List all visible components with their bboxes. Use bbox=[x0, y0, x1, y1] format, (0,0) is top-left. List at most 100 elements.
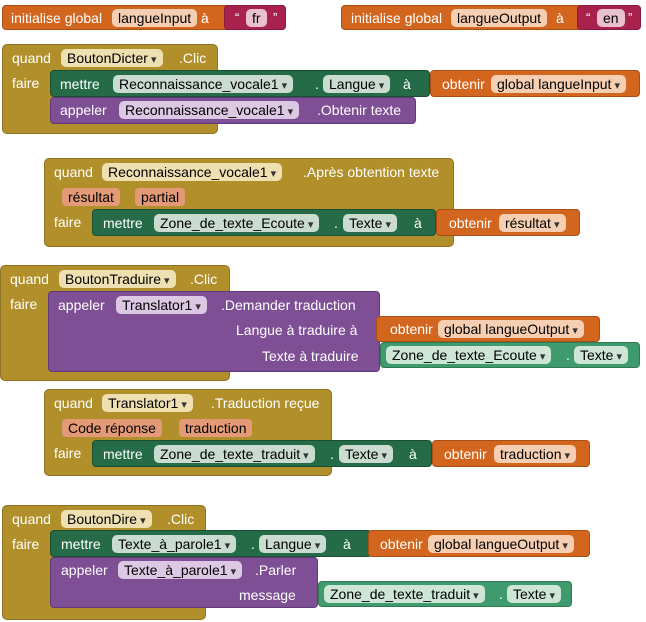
set-property-block[interactable]: mettre Zone_de_texte_Ecoute . Texte à bbox=[92, 209, 436, 236]
set-keyword: mettre bbox=[60, 76, 100, 92]
set-property-block[interactable]: mettre Reconnaissance_vocale1 . Langue à bbox=[50, 70, 430, 97]
event-component-dropdown[interactable]: Translator1 bbox=[102, 394, 193, 412]
get-variable-dropdown[interactable]: global langueInput bbox=[491, 75, 627, 93]
event-when-label: quand bbox=[10, 271, 49, 287]
event-when-label: quand bbox=[12, 511, 51, 527]
init-to-label: à bbox=[556, 10, 564, 26]
getter-property-dropdown[interactable]: Texte bbox=[507, 585, 562, 603]
set-keyword: mettre bbox=[61, 536, 101, 552]
set-to-label: à bbox=[409, 446, 417, 462]
call-keyword: appeler bbox=[60, 102, 107, 118]
call-method-block[interactable]: appeler Translator1 .Demander traduction… bbox=[48, 291, 380, 372]
set-component-dropdown[interactable]: Reconnaissance_vocale1 bbox=[113, 75, 294, 93]
get-variable-dropdown[interactable]: global langueOutput bbox=[428, 535, 574, 553]
call-method-label: .Parler bbox=[255, 562, 297, 578]
call-arg-label: Texte à traduire bbox=[262, 348, 359, 364]
getter-component-dropdown[interactable]: Zone_de_texte_Ecoute bbox=[386, 346, 552, 364]
event-param-code-reponse[interactable]: Code réponse bbox=[62, 419, 162, 437]
set-component-dropdown[interactable]: Texte_à_parole1 bbox=[112, 535, 237, 553]
call-component-dropdown[interactable]: Texte_à_parole1 bbox=[118, 561, 243, 579]
close-quote: ” bbox=[273, 10, 278, 25]
set-component-dropdown[interactable]: Zone_de_texte_Ecoute bbox=[154, 214, 320, 232]
open-quote: “ bbox=[586, 10, 591, 25]
event-param-resultat[interactable]: résultat bbox=[62, 188, 120, 206]
call-method-block[interactable]: appeler Reconnaissance_vocale1 .Obtenir … bbox=[50, 97, 416, 124]
open-quote: “ bbox=[235, 10, 240, 25]
call-keyword: appeler bbox=[61, 562, 108, 578]
component-getter-block[interactable]: Zone_de_texte_Ecoute . Texte bbox=[380, 342, 640, 368]
get-variable-dropdown[interactable]: global langueOutput bbox=[438, 320, 584, 338]
getter-property-dropdown[interactable]: Texte bbox=[574, 346, 629, 364]
event-param-partial[interactable]: partial bbox=[135, 188, 186, 206]
set-to-label: à bbox=[414, 215, 422, 231]
event-name-label: .Clic bbox=[167, 511, 195, 527]
get-keyword: obtenir bbox=[444, 446, 487, 462]
variable-name-field[interactable]: langueInput bbox=[112, 9, 198, 27]
get-keyword: obtenir bbox=[390, 321, 433, 337]
set-keyword: mettre bbox=[103, 446, 143, 462]
set-to-label: à bbox=[343, 536, 351, 552]
init-keyword: initialise global bbox=[11, 10, 103, 26]
dot-separator: . bbox=[566, 347, 570, 363]
set-property-dropdown[interactable]: Langue bbox=[259, 535, 327, 553]
event-component-dropdown[interactable]: BoutonDire bbox=[61, 510, 152, 528]
set-property-block[interactable]: mettre Texte_à_parole1 . Langue à bbox=[50, 530, 372, 557]
event-do-label: faire bbox=[12, 75, 40, 91]
get-variable-dropdown[interactable]: résultat bbox=[499, 214, 566, 232]
call-component-dropdown[interactable]: Reconnaissance_vocale1 bbox=[119, 101, 300, 119]
dot-separator: . bbox=[315, 76, 319, 92]
dot-separator: . bbox=[330, 446, 334, 462]
text-literal-value[interactable]: en bbox=[597, 9, 625, 27]
event-component-dropdown[interactable]: BoutonDicter bbox=[61, 49, 163, 67]
set-property-dropdown[interactable]: Texte bbox=[339, 445, 394, 463]
call-arg-label: Langue à traduire à bbox=[236, 322, 358, 338]
get-variable-block[interactable]: obtenir global langueInput bbox=[430, 70, 640, 97]
get-variable-dropdown[interactable]: traduction bbox=[494, 445, 577, 463]
getter-component-dropdown[interactable]: Zone_de_texte_traduit bbox=[324, 585, 485, 603]
event-name-label: .Clic bbox=[190, 271, 218, 287]
set-property-block[interactable]: mettre Zone_de_texte_traduit . Texte à bbox=[92, 440, 432, 467]
get-variable-block[interactable]: obtenir traduction bbox=[432, 440, 590, 467]
component-getter-block[interactable]: Zone_de_texte_traduit . Texte bbox=[318, 581, 572, 607]
set-component-dropdown[interactable]: Zone_de_texte_traduit bbox=[154, 445, 315, 463]
get-variable-block[interactable]: obtenir global langueOutput bbox=[368, 530, 590, 557]
variable-name-field[interactable]: langueOutput bbox=[451, 9, 548, 27]
get-keyword: obtenir bbox=[449, 215, 492, 231]
call-method-block[interactable]: appeler Texte_à_parole1 .Parler message bbox=[50, 557, 318, 608]
event-name-label: .Clic bbox=[179, 50, 207, 66]
call-method-label: .Demander traduction bbox=[221, 297, 356, 313]
text-literal-block[interactable]: “ fr ” bbox=[224, 5, 286, 30]
event-when-label: quand bbox=[12, 50, 51, 66]
event-component-dropdown[interactable]: Reconnaissance_vocale1 bbox=[102, 163, 283, 181]
set-to-label: à bbox=[403, 76, 411, 92]
dot-separator: . bbox=[251, 536, 255, 552]
set-property-dropdown[interactable]: Texte bbox=[343, 214, 398, 232]
event-when-label: quand bbox=[54, 395, 93, 411]
get-keyword: obtenir bbox=[380, 536, 423, 552]
call-keyword: appeler bbox=[58, 297, 105, 313]
event-component-dropdown[interactable]: BoutonTraduire bbox=[59, 270, 176, 288]
event-name-label: .Traduction reçue bbox=[211, 395, 320, 411]
set-property-dropdown[interactable]: Langue bbox=[323, 75, 391, 93]
init-keyword: initialise global bbox=[351, 10, 443, 26]
close-quote: ” bbox=[628, 10, 633, 25]
dot-separator: . bbox=[499, 586, 503, 602]
init-to-label: à bbox=[201, 10, 209, 26]
dot-separator: . bbox=[334, 215, 338, 231]
event-do-label: faire bbox=[54, 445, 82, 461]
event-param-traduction[interactable]: traduction bbox=[179, 419, 253, 437]
event-when-label: quand bbox=[54, 164, 93, 180]
get-variable-block[interactable]: obtenir résultat bbox=[436, 209, 580, 236]
set-keyword: mettre bbox=[103, 215, 143, 231]
get-keyword: obtenir bbox=[442, 76, 485, 92]
event-name-label: .Après obtention texte bbox=[303, 164, 440, 180]
event-do-label: faire bbox=[10, 296, 38, 312]
call-arg-label: message bbox=[239, 587, 296, 603]
text-literal-value[interactable]: fr bbox=[246, 9, 267, 27]
call-method-label: .Obtenir texte bbox=[317, 102, 402, 118]
event-do-label: faire bbox=[12, 536, 40, 552]
get-variable-block[interactable]: obtenir global langueOutput bbox=[376, 316, 600, 342]
call-component-dropdown[interactable]: Translator1 bbox=[116, 296, 207, 314]
event-do-label: faire bbox=[54, 214, 82, 230]
text-literal-block[interactable]: “ en ” bbox=[577, 5, 641, 30]
